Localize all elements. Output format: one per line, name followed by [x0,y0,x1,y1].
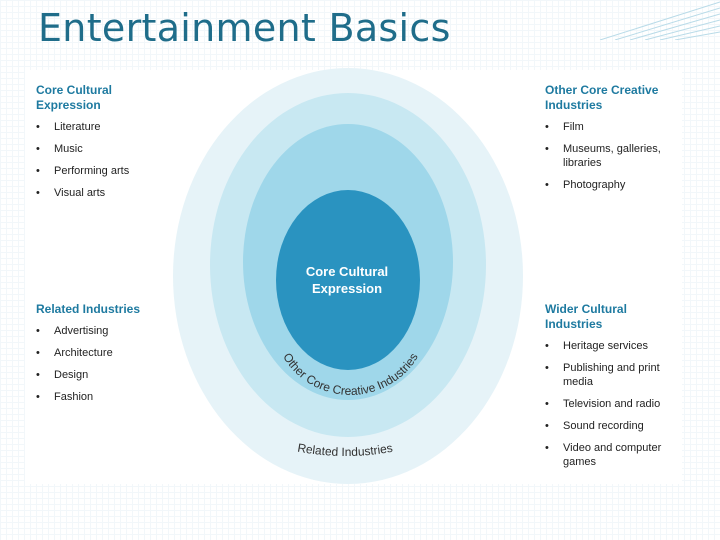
list-item: Sound recording [545,419,675,433]
list-item: Visual arts [36,186,156,200]
slide-title: Entertainment Basics [38,6,451,50]
list-item: Photography [545,178,675,192]
list-item: Advertising [36,324,166,338]
list-item: Fashion [36,390,166,404]
list-item: Architecture [36,346,166,360]
core-circle-label: Core Cultural Expression [305,264,389,296]
section-other-core-creative: Other Core Creative Industries Film Muse… [545,83,675,200]
list-item: Film [545,120,675,134]
section-related-industries: Related Industries Advertising Architect… [36,302,166,412]
list-item: Literature [36,120,156,134]
section-title: Related Industries [36,302,141,316]
section-title: Other Core Creative Industries [545,83,659,112]
list-item: Performing arts [36,164,156,178]
list-item: Design [36,368,166,382]
section-core-cultural: Core Cultural Expression Literature Musi… [36,83,156,208]
list-item: Television and radio [545,397,675,411]
core-circle [276,190,420,370]
list-item: Heritage services [545,339,675,353]
section-wider-cultural: Wider Cultural Industries Heritage servi… [545,302,675,477]
list-item: Music [36,142,156,156]
section-title: Wider Cultural Industries [545,302,627,331]
list-item: Museums, galleries, libraries [545,142,675,170]
list-item: Publishing and print media [545,361,675,389]
list-item: Video and computer games [545,441,675,469]
ring-label-related: Related Industries [296,441,393,459]
section-title: Core Cultural Expression [36,83,113,112]
decorative-corner-lines [599,1,720,40]
